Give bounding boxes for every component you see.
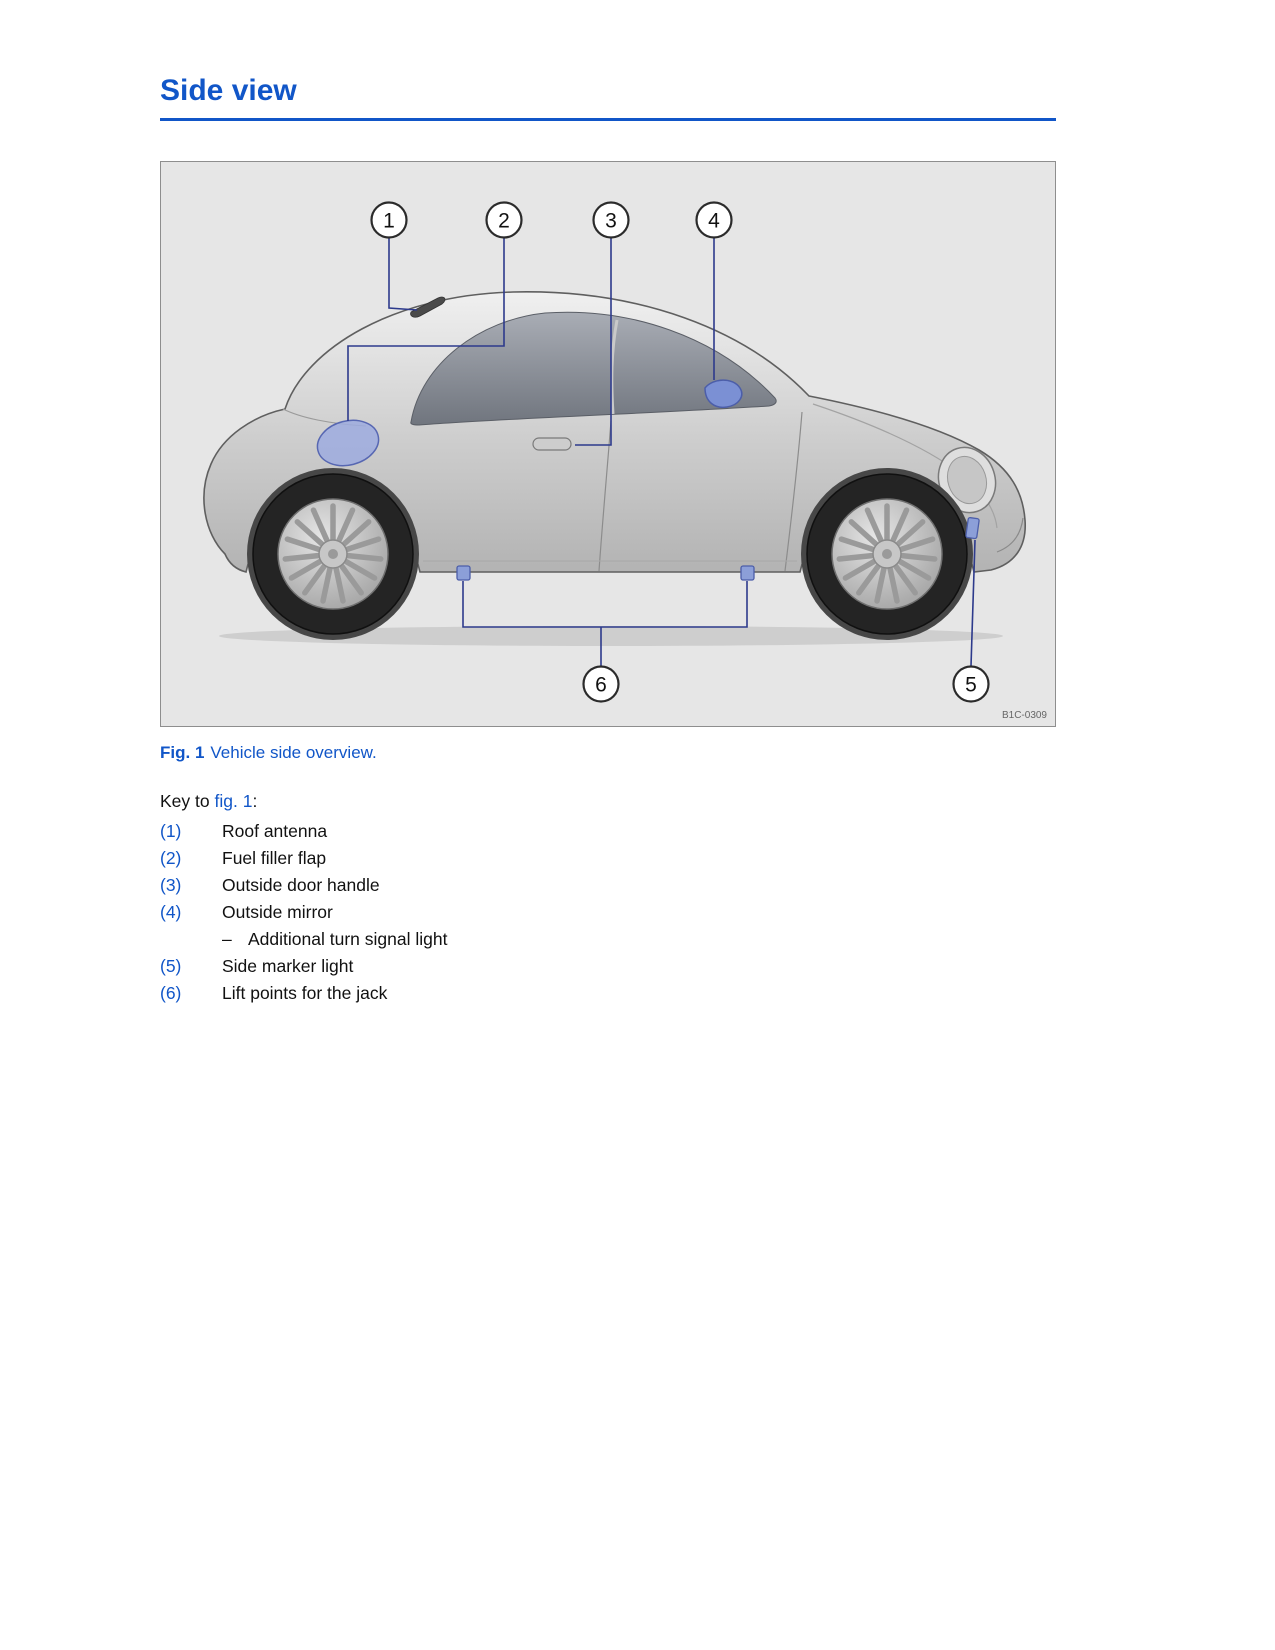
content-column: Side view	[160, 74, 1056, 1007]
key-item-label: Fuel filler flap	[222, 847, 327, 868]
lift-point-rear	[456, 564, 471, 581]
key-item-label: Outside door handle	[222, 874, 380, 895]
roof-antenna	[410, 296, 446, 318]
front-wheel	[801, 468, 973, 640]
key-item-label: Outside mirror	[222, 901, 333, 922]
sub-item-dash: –	[222, 928, 232, 949]
door-seam-rear	[598, 420, 612, 571]
door-seam-front	[784, 411, 803, 571]
figure-caption-text: Vehicle side overview.	[210, 742, 377, 762]
key-item-5: (5) Side marker light	[160, 953, 1056, 980]
key-intro-suffix: :	[252, 790, 258, 811]
fig-1-link[interactable]: fig. 1	[214, 790, 253, 811]
image-code: B1C-0309	[1002, 710, 1047, 721]
outside-mirror	[704, 378, 743, 408]
key-item-4: (4) Outside mirror	[160, 899, 1056, 926]
key-item-label: Roof antenna	[222, 820, 328, 841]
callout-6: 6	[582, 664, 620, 703]
key-item-3: (3) Outside door handle	[160, 872, 1056, 899]
fuel-filler-flap	[316, 419, 380, 466]
figure-caption-label: Fig. 1	[160, 742, 205, 762]
key-item-number: (1)	[160, 820, 182, 841]
svg-text:1: 1	[383, 209, 395, 232]
b-pillar	[610, 319, 619, 414]
headlight	[937, 446, 997, 513]
rear-wheel	[247, 468, 419, 640]
front-bumper-seam	[996, 517, 1024, 553]
door-handle	[532, 436, 572, 451]
ground-shadow	[219, 625, 1003, 646]
key-item-number: (6)	[160, 982, 182, 1003]
svg-text:4: 4	[708, 209, 720, 232]
callout-3: 3	[592, 200, 630, 239]
key-item-4-sub: – Additional turn signal light	[222, 926, 1056, 953]
key-item-6: (6) Lift points for the jack	[160, 980, 1056, 1007]
page-title: Side view	[160, 74, 1056, 121]
leader-line-5	[970, 539, 976, 666]
key-list: (1) Roof antenna (2) Fuel filler flap (3…	[160, 818, 1056, 1007]
key-item-1: (1) Roof antenna	[160, 818, 1056, 845]
key-item-number: (5)	[160, 955, 182, 976]
key-intro-prefix: Key to	[160, 790, 215, 811]
callout-4: 4	[695, 200, 733, 239]
svg-text:6: 6	[595, 673, 607, 696]
vehicle-side-illustration: 1 2 3 4 6	[203, 200, 1047, 721]
key-item-number: (4)	[160, 901, 182, 922]
side-marker-light	[965, 516, 980, 539]
key-item-label: Lift points for the jack	[222, 982, 388, 1003]
sub-item-label: Additional turn signal light	[248, 928, 448, 949]
callout-5: 5	[952, 664, 990, 703]
callout-2: 2	[485, 200, 523, 239]
key-item-number: (2)	[160, 847, 182, 868]
svg-text:5: 5	[965, 673, 977, 696]
svg-text:3: 3	[605, 209, 617, 232]
leader-line-3	[575, 236, 612, 446]
key-item-label: Side marker light	[222, 955, 354, 976]
svg-text:2: 2	[498, 209, 510, 232]
key-item-number: (3)	[160, 874, 182, 895]
callout-1: 1	[370, 200, 408, 239]
vehicle-side-figure: 1 2 3 4 6	[160, 160, 1056, 727]
key-item-2: (2) Fuel filler flap	[160, 845, 1056, 872]
lift-point-front	[740, 564, 755, 581]
leader-line-2	[347, 236, 505, 421]
key-intro: Key to fig. 1:	[160, 791, 1056, 812]
leader-line-6	[462, 580, 748, 666]
leader-line-1	[388, 236, 418, 311]
